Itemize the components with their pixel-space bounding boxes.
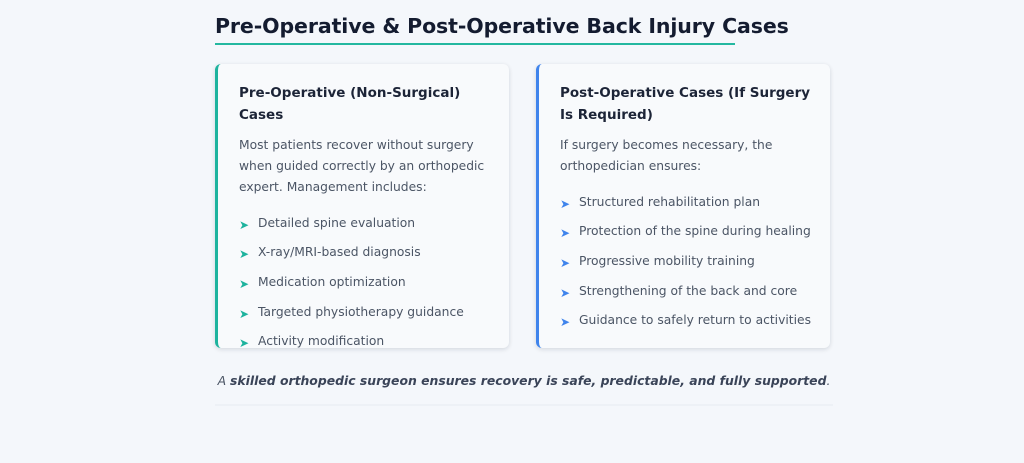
arrow-right-icon: ➤ xyxy=(239,306,250,321)
arrow-right-icon: ➤ xyxy=(560,315,571,330)
arrow-right-icon: ➤ xyxy=(560,226,571,241)
list-item-label: Detailed spine evaluation xyxy=(258,215,416,230)
list-item-label: Guidance to safely return to activities xyxy=(579,313,812,328)
arrow-right-icon: ➤ xyxy=(560,285,571,300)
card-intro: Most patients recover without surgery wh… xyxy=(239,138,485,194)
page-title: Pre-Operative & Post-Operative Back Inju… xyxy=(215,14,789,38)
list-item-label: Medication optimization xyxy=(258,274,406,289)
footer-note: A skilled orthopedic surgeon ensures rec… xyxy=(215,373,833,388)
list-item: ➤ Targeted physiotherapy guidance xyxy=(239,297,491,327)
arrow-right-icon: ➤ xyxy=(239,247,250,262)
arrow-right-icon: ➤ xyxy=(239,217,250,232)
arrow-right-icon: ➤ xyxy=(560,255,571,270)
arrow-right-icon: ➤ xyxy=(239,276,250,291)
title-block: Pre-Operative & Post-Operative Back Inju… xyxy=(215,12,789,45)
list-item: ➤ Progressive mobility training xyxy=(560,246,812,276)
footer-suffix: . xyxy=(826,373,831,389)
section-divider xyxy=(215,404,833,406)
list-item: ➤ X-ray/MRI-based diagnosis xyxy=(239,238,491,268)
list-item-label: Strengthening of the back and core xyxy=(579,283,798,298)
list-item: ➤ Protection of the spine during healing xyxy=(560,217,812,247)
footer-prefix: A xyxy=(217,373,230,389)
post-operative-list: ➤ Structured rehabilitation plan ➤ Protect… xyxy=(560,187,812,335)
title-underline xyxy=(215,43,735,45)
list-item-label: Structured rehabilitation plan xyxy=(579,194,761,209)
list-item: ➤ Activity modification xyxy=(239,326,491,356)
list-item-label: Activity modification xyxy=(258,334,385,349)
list-item: ➤ Structured rehabilitation plan xyxy=(560,187,812,217)
list-item-label: X-ray/MRI-based diagnosis xyxy=(258,245,421,260)
list-item: ➤ Medication optimization xyxy=(239,267,491,297)
list-item-label: Targeted physiotherapy guidance xyxy=(258,304,464,319)
list-item-label: Progressive mobility training xyxy=(579,253,755,268)
arrow-right-icon: ➤ xyxy=(239,336,250,351)
post-operative-card: Post-Operative Cases (If Surgery Is Requ… xyxy=(536,64,830,348)
pre-operative-list: ➤ Detailed spine evaluation ➤ X-ray/MRI-ba… xyxy=(239,208,491,356)
card-intro: If surgery becomes necessary, the orthop… xyxy=(560,138,773,173)
list-item: ➤ Guidance to safely return to activities xyxy=(560,305,812,335)
list-item: ➤ Strengthening of the back and core xyxy=(560,276,812,306)
card-title: Post-Operative Cases (If Surgery Is Requ… xyxy=(560,85,811,123)
list-item-label: Protection of the spine during healing xyxy=(579,224,811,239)
footer-emphasis: skilled orthopedic surgeon ensures recov… xyxy=(230,373,827,389)
arrow-right-icon: ➤ xyxy=(560,196,571,211)
pre-operative-card: Pre-Operative (Non-Surgical) Cases Most … xyxy=(215,64,509,349)
card-title: Pre-Operative (Non-Surgical) Cases xyxy=(239,85,461,123)
list-item: ➤ Detailed spine evaluation xyxy=(239,208,491,238)
